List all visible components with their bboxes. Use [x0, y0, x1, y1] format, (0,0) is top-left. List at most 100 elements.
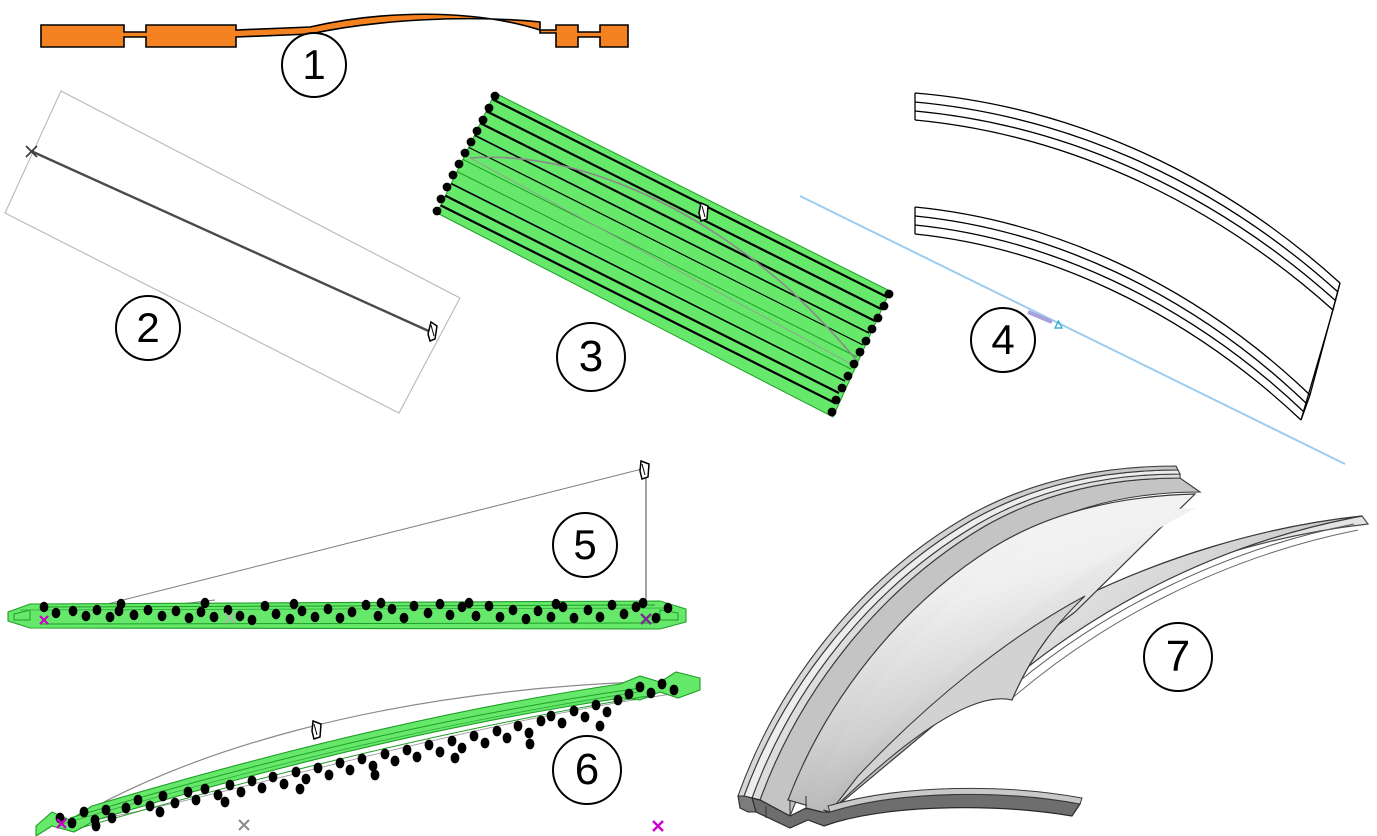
mesh-node	[409, 600, 419, 612]
control-point	[472, 126, 482, 136]
control-point	[867, 324, 877, 334]
control-point	[442, 182, 452, 192]
mesh-node	[502, 732, 512, 744]
control-point	[861, 336, 871, 346]
mesh-node	[525, 738, 535, 750]
solid-foot-notches	[755, 796, 807, 829]
mesh-node	[450, 752, 460, 764]
mesh-node	[209, 611, 219, 623]
mesh-node	[602, 706, 612, 718]
mesh-node	[271, 608, 281, 620]
mesh-node	[184, 612, 194, 624]
mesh-node	[39, 601, 49, 613]
construction-axis-line	[799, 195, 1346, 465]
mesh-node	[155, 806, 165, 818]
control-point	[460, 148, 470, 158]
mesh-node	[638, 597, 648, 609]
endpoint-markers	[39, 612, 652, 625]
control-point-group-left	[432, 91, 500, 216]
mesh-node	[145, 800, 155, 812]
mesh-node	[51, 607, 61, 619]
magenta-point-marker	[39, 615, 49, 625]
mesh-node	[569, 705, 579, 717]
solid-rib-band-left	[737, 465, 1181, 801]
mesh-node	[583, 604, 593, 616]
mesh-node	[196, 606, 206, 618]
control-point	[884, 289, 894, 299]
mesh-node	[310, 611, 320, 623]
mesh-node	[663, 602, 673, 614]
mesh-node	[92, 604, 102, 616]
step-callout-7-number: 7	[1165, 632, 1191, 681]
mesh-node	[508, 604, 518, 616]
mesh-node	[380, 748, 390, 760]
mesh-node	[279, 778, 289, 790]
mesh-node	[235, 610, 245, 622]
mesh-node	[236, 786, 246, 798]
surface-ruling-lines	[439, 98, 888, 404]
mesh-node	[613, 694, 623, 706]
mesh-node	[158, 790, 168, 802]
mesh-node	[402, 744, 412, 756]
magenta-point-marker	[652, 820, 664, 832]
step-callout-7: 7	[1143, 622, 1213, 692]
step-callout-5: 5	[552, 512, 618, 578]
mesh-node	[91, 820, 101, 832]
mesh-node	[631, 601, 641, 613]
control-point	[827, 407, 837, 417]
mesh-node	[335, 757, 345, 769]
mesh-node	[79, 806, 89, 818]
mesh-node	[495, 611, 505, 623]
mesh-node	[669, 684, 679, 696]
surface-spline-curve	[469, 156, 867, 373]
mesh-node	[247, 775, 257, 787]
mesh-node	[101, 804, 111, 816]
mesh-node	[424, 739, 434, 751]
mesh-node	[345, 764, 355, 776]
mesh-node	[295, 783, 305, 795]
step-callout-4: 4	[970, 307, 1036, 373]
mesh-node	[536, 715, 546, 727]
pen-annotation-cursor	[639, 459, 650, 480]
mesh-node	[301, 773, 311, 785]
mesh-node	[513, 720, 523, 732]
step-callout-5-number: 5	[573, 521, 597, 568]
mesh-node	[213, 789, 223, 801]
sketch-rectangle-outline	[4, 90, 461, 414]
mesh-node	[619, 608, 629, 620]
pen-annotation-cursor	[698, 201, 709, 222]
mesh-node	[533, 605, 543, 617]
mesh-node	[370, 769, 380, 781]
control-point	[454, 159, 464, 169]
mesh-node	[607, 599, 617, 611]
mesh-node	[247, 614, 257, 626]
mesh-node	[285, 613, 295, 625]
mesh-node	[200, 783, 210, 795]
mesh-node	[143, 604, 153, 616]
mesh-node	[324, 769, 334, 781]
mesh-node	[376, 597, 386, 609]
mesh-node	[521, 613, 531, 625]
mesh-node	[200, 597, 210, 609]
control-point	[436, 194, 446, 204]
mesh-node	[546, 611, 556, 623]
endpoint-cross-marker	[224, 612, 236, 624]
mesh-node	[651, 612, 661, 624]
control-point	[873, 313, 883, 323]
step-callout-6: 6	[552, 735, 622, 805]
pen-annotation-cursor	[427, 320, 438, 343]
control-point	[448, 170, 458, 180]
mesh-node	[646, 687, 656, 699]
mesh-node	[157, 610, 167, 622]
mesh-node	[447, 735, 457, 747]
mesh-node	[81, 610, 91, 622]
control-point	[490, 91, 500, 101]
control-point	[855, 347, 865, 357]
step-callout-3-number: 3	[578, 332, 604, 381]
control-point	[432, 206, 442, 216]
mesh-node	[595, 611, 605, 623]
step-callout-1-number: 1	[302, 41, 326, 88]
